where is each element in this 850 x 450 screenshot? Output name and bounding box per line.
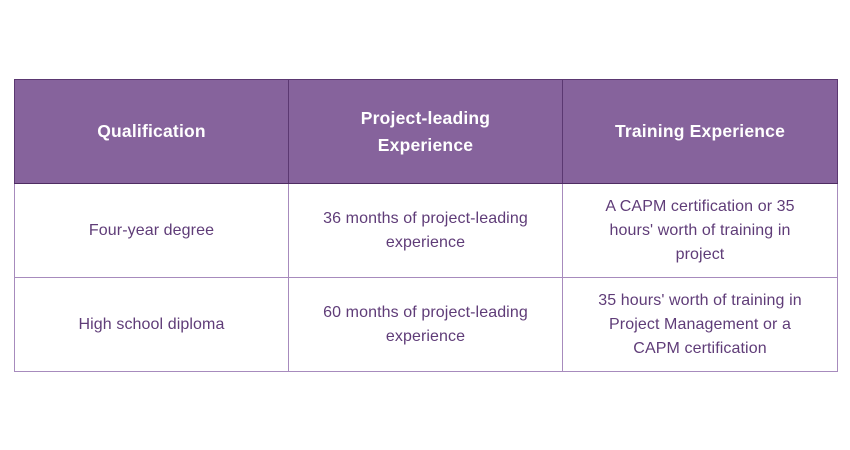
cell-qualification: High school diploma [14, 277, 289, 372]
column-header-qualification: Qualification [14, 79, 289, 184]
capm-requirements-table: Qualification Project-leading Experience… [14, 79, 838, 372]
table-container: Qualification Project-leading Experience… [14, 79, 838, 372]
cell-training-experience: A CAPM certification or 35 hours' worth … [562, 183, 838, 278]
column-header-project-leading-experience: Project-leading Experience [288, 79, 563, 184]
table-row-four-year-degree: Four-year degree 36 months of project-le… [14, 183, 838, 278]
cell-training-experience: 35 hours' worth of training in Project M… [562, 277, 838, 372]
cell-project-leading-experience: 60 months of project-leading experience [288, 277, 563, 372]
table-row-high-school-diploma: High school diploma 60 months of project… [14, 277, 838, 372]
cell-project-leading-experience: 36 months of project-leading experience [288, 183, 563, 278]
cell-qualification: Four-year degree [14, 183, 289, 278]
column-header-training-experience: Training Experience [562, 79, 838, 184]
header-row: Qualification Project-leading Experience… [14, 79, 838, 184]
